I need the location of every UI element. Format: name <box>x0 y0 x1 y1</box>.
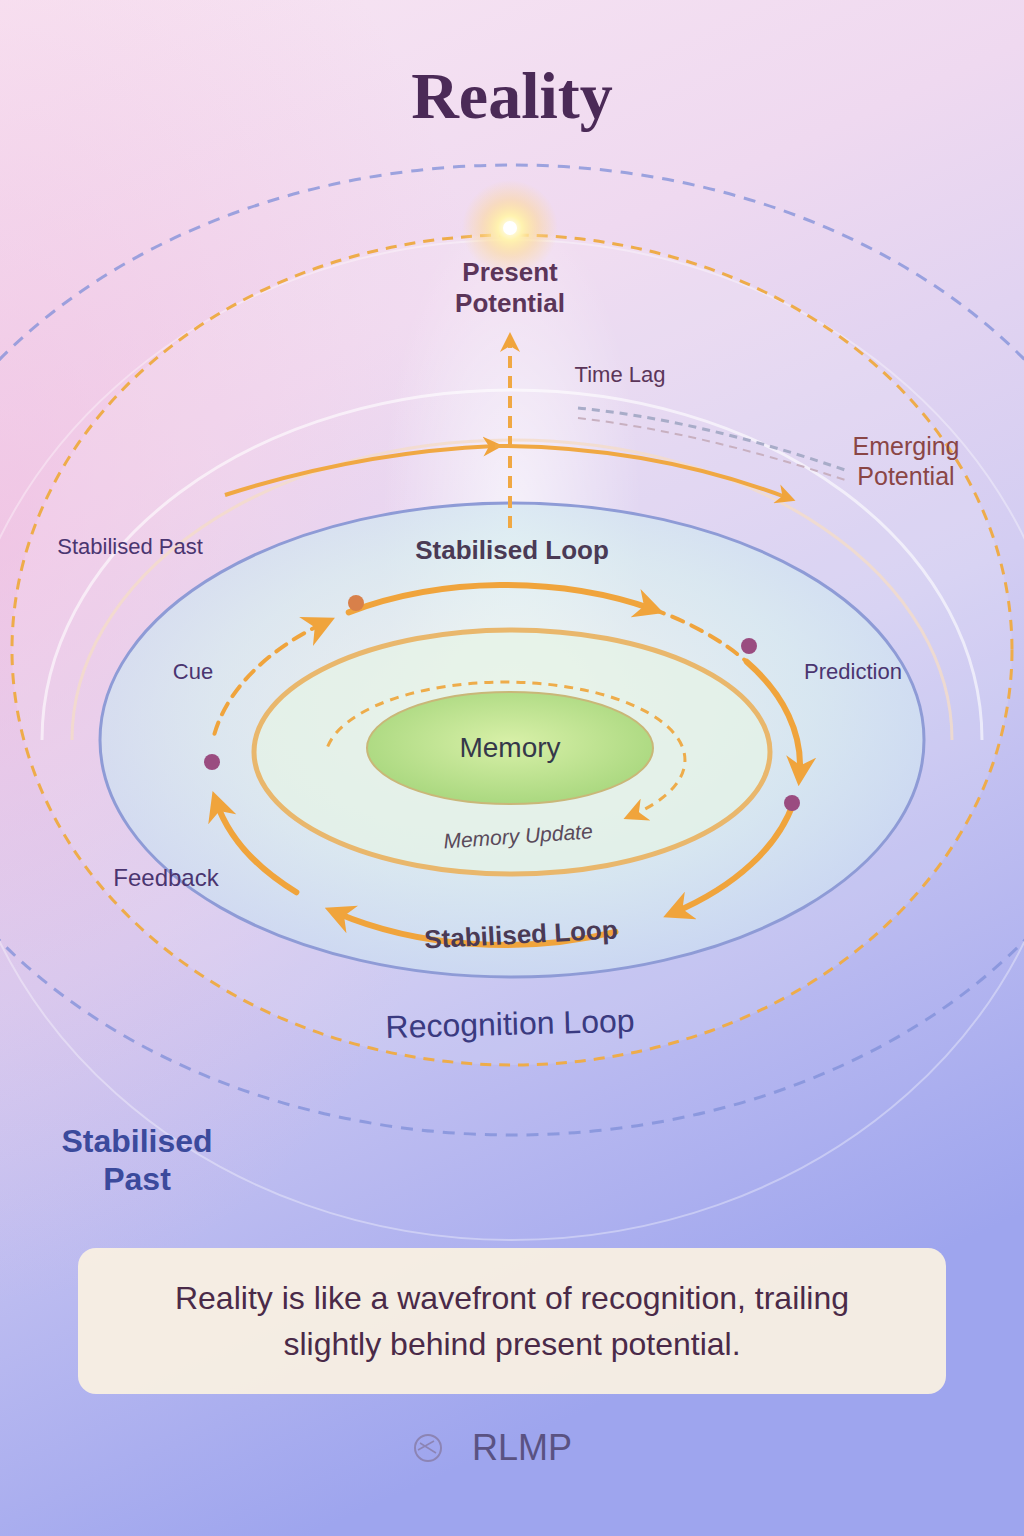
caption: Reality is like a wavefront of recogniti… <box>132 1275 892 1368</box>
label-text: Emerging Potential <box>826 431 986 491</box>
loop-label: Recognition Loop <box>385 1002 635 1047</box>
memory-ring <box>254 630 770 874</box>
logo-icon <box>418 1441 436 1453</box>
title: Reality <box>411 56 613 135</box>
brand-mark: RLMP <box>472 1426 572 1469</box>
loop-arrow <box>349 585 653 612</box>
logo-icon <box>415 1435 441 1461</box>
stabilised-ring <box>100 503 924 977</box>
step-label: Feedback <box>113 864 218 893</box>
band-label: Stabilised Past <box>57 534 203 560</box>
loop-dashes <box>653 609 747 662</box>
loop-arrow <box>747 662 800 775</box>
step-label: Cue <box>173 659 213 685</box>
node-label: Memory <box>459 732 560 764</box>
potential-arrow <box>225 446 495 495</box>
loop-arrow <box>217 802 297 892</box>
loop-dot <box>348 595 364 611</box>
loop-dashes <box>215 623 324 734</box>
loop-dot <box>741 638 757 654</box>
potential-arrow <box>508 340 512 528</box>
loop-dots <box>204 595 800 811</box>
loop-label: Stabilised Loop <box>415 535 609 566</box>
caption-box: Reality is like a wavefront of recogniti… <box>78 1248 946 1394</box>
node-shape <box>367 692 653 804</box>
band-label: Stabilised Past <box>27 1122 247 1199</box>
step-label: Prediction <box>804 659 902 685</box>
label-text: Present Potential <box>425 257 595 319</box>
memory-ellipse: Memory <box>365 690 655 806</box>
memory-update-loop <box>328 682 685 815</box>
loop-dot <box>204 754 220 770</box>
stabilised-loop <box>215 585 801 945</box>
loop-arrow <box>674 802 793 912</box>
recognition-loop-ring <box>12 235 1012 1065</box>
time-lag-line <box>578 408 845 470</box>
time-lag-line <box>578 418 845 480</box>
node-label-holder: Memory <box>365 690 655 806</box>
potential-arrow <box>495 446 788 498</box>
label-text: Time Lag <box>575 362 666 388</box>
outer-wave <box>0 165 1024 1135</box>
loop-dot <box>784 795 800 811</box>
present-potential-point <box>503 221 517 235</box>
